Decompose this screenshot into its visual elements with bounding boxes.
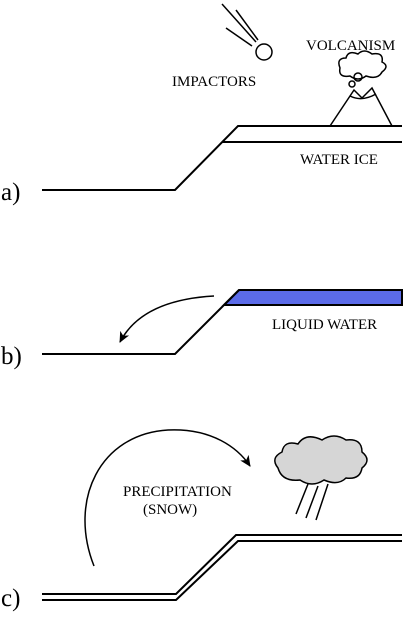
panel-b-label: b) <box>1 343 22 370</box>
panel-c-label: c) <box>1 585 20 612</box>
runoff-arrow <box>119 295 215 343</box>
snow-layer <box>42 540 402 601</box>
cloud-icon <box>274 435 368 485</box>
volcano-icon <box>329 50 393 127</box>
impactor-icon <box>221 3 273 61</box>
precipitation-label-line1: PRECIPITATION <box>123 484 232 500</box>
terrain-profile-c <box>42 534 402 595</box>
terrain-profile-b <box>42 289 402 355</box>
precipitation-label-line2: (SNOW) <box>143 502 197 518</box>
volcanism-label: VOLCANISM <box>306 38 395 54</box>
panel-a: IMPACTORS VOLCANISM WATER ICE a) <box>1 3 402 206</box>
panel-b: LIQUID WATER b) <box>1 289 403 370</box>
precipitation-arrow <box>84 429 251 567</box>
volcanic-plume-icon <box>338 50 387 80</box>
terrain-profile-a <box>42 125 402 191</box>
snowfall-icon <box>295 483 329 521</box>
liquid-water-layer <box>221 289 403 306</box>
impactors-label: IMPACTORS <box>172 74 256 90</box>
panel-c: PRECIPITATION (SNOW) c) <box>1 429 402 612</box>
water-ice-label: WATER ICE <box>300 152 378 168</box>
liquid-water-label: LIQUID WATER <box>272 317 377 333</box>
panel-a-label: a) <box>1 179 20 206</box>
